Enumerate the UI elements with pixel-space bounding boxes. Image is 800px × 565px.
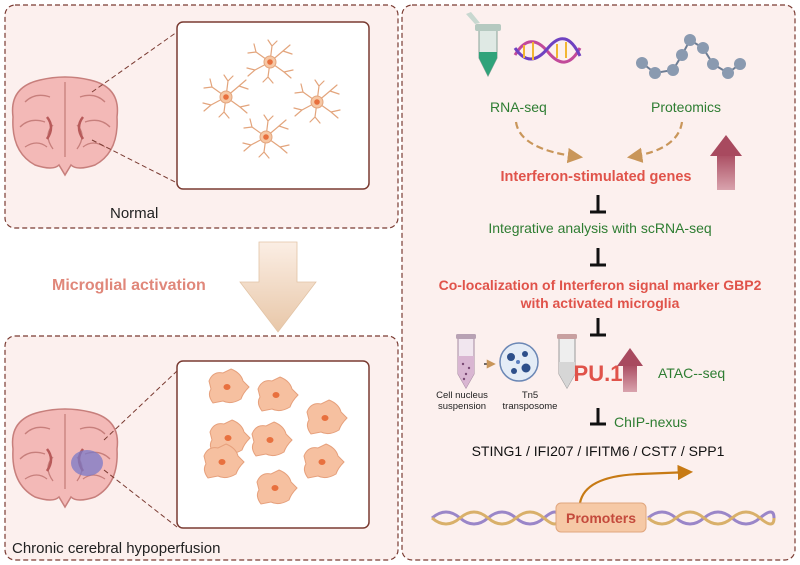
sample-tube-icon — [557, 334, 577, 390]
promoters-box: Promoters — [555, 502, 647, 533]
workflow-panel: RNA-seq Proteomics Interferon-stimulated… — [401, 4, 796, 561]
integrative-analysis-label: Integrative analysis with scRNA-seq — [488, 220, 711, 236]
brain-icon — [11, 76, 119, 177]
atac-seq-label: ATAC--seq — [658, 365, 725, 381]
rna-helix-icon — [513, 37, 582, 64]
target-genes-label: STING1 / IFI207 / IFITM6 / CST7 / SPP1 — [472, 443, 725, 459]
pipette-tube-icon — [466, 12, 501, 78]
transition-arrow — [239, 241, 317, 333]
flow-connector — [590, 248, 606, 267]
colocalization-line1: Co-localization of Interferon signal mar… — [439, 277, 762, 293]
protein-chain-icon — [636, 34, 746, 79]
promoters-label: Promoters — [566, 510, 636, 526]
rna-seq-label: RNA-seq — [490, 99, 547, 115]
normal-panel: Normal — [4, 4, 399, 229]
flow-connector — [590, 318, 606, 337]
colocalization-line2: with activated microglia — [520, 295, 680, 311]
flow-connector — [590, 408, 606, 426]
pu1-label: PU.1 — [574, 361, 623, 386]
sample-tube-icon — [456, 334, 476, 390]
chip-nexus-label: ChIP-nexus — [614, 414, 687, 430]
normal-label: Normal — [110, 205, 158, 222]
nucleus-dish-icon — [499, 342, 539, 382]
tn5-label-line2: transposome — [503, 401, 558, 412]
cell-nucleus-label-line2: suspension — [438, 401, 486, 412]
proteomics-label: Proteomics — [651, 99, 721, 115]
microglial-activation-label: Microglial activation — [52, 277, 206, 294]
disease-panel: Chronic cerebral hypoperfusion — [4, 335, 399, 561]
brain-icon — [11, 408, 119, 509]
chronic-hypoperfusion-label: Chronic cerebral hypoperfusion — [12, 540, 220, 557]
flow-connector — [590, 195, 606, 214]
cell-nucleus-label-line1: Cell nucleus — [436, 390, 488, 401]
upregulation-arrow — [710, 135, 742, 190]
upregulation-arrow — [617, 348, 643, 392]
tn5-label-line1: Tn5 — [522, 390, 538, 401]
dna-strand-icon — [431, 510, 776, 526]
isg-label: Interferon-stimulated genes — [501, 169, 692, 185]
